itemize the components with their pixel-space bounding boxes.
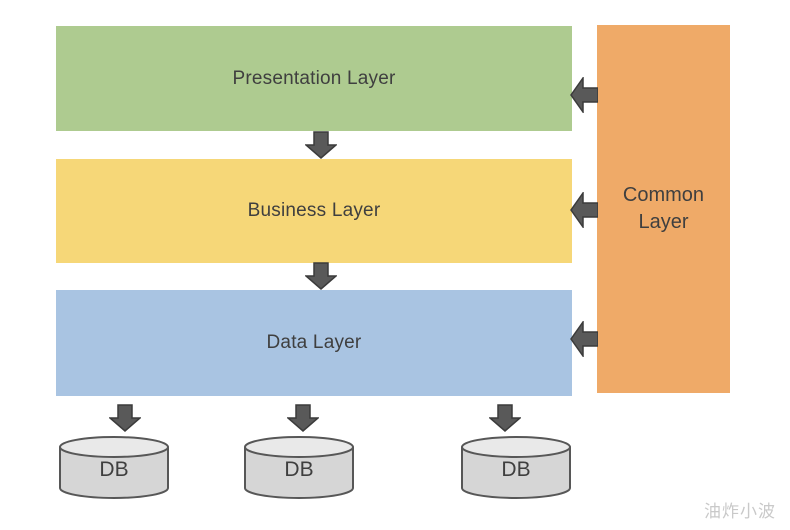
arrow-down-icon [305, 131, 337, 159]
database-cylinder: DB [461, 436, 571, 500]
presentation-layer-label: Presentation Layer [232, 67, 396, 89]
arrow-down-icon [109, 404, 141, 432]
arrow-down-icon [305, 262, 337, 290]
watermark-text: 油炸小波 [704, 502, 776, 521]
database-cylinder: DB [244, 436, 354, 500]
presentation-layer-box: Presentation Layer [56, 26, 572, 131]
data-layer-label: Data Layer [266, 332, 362, 353]
business-layer-label: Business Layer [247, 200, 381, 221]
arrow-down-icon [489, 404, 521, 432]
arrow-left-icon [570, 192, 598, 228]
arrow-left-icon [570, 77, 598, 113]
business-layer-box: Business Layer [56, 159, 572, 263]
db-label: DB [99, 458, 129, 481]
database-cylinder: DB [59, 436, 169, 500]
db-label: DB [284, 458, 314, 481]
arrow-left-icon [570, 321, 598, 357]
arrow-down-icon [287, 404, 319, 432]
db-label: DB [501, 458, 531, 481]
common-layer-label: Common Layer [622, 184, 705, 233]
common-layer-box: Common Layer [597, 25, 730, 393]
data-layer-box: Data Layer [56, 290, 572, 396]
